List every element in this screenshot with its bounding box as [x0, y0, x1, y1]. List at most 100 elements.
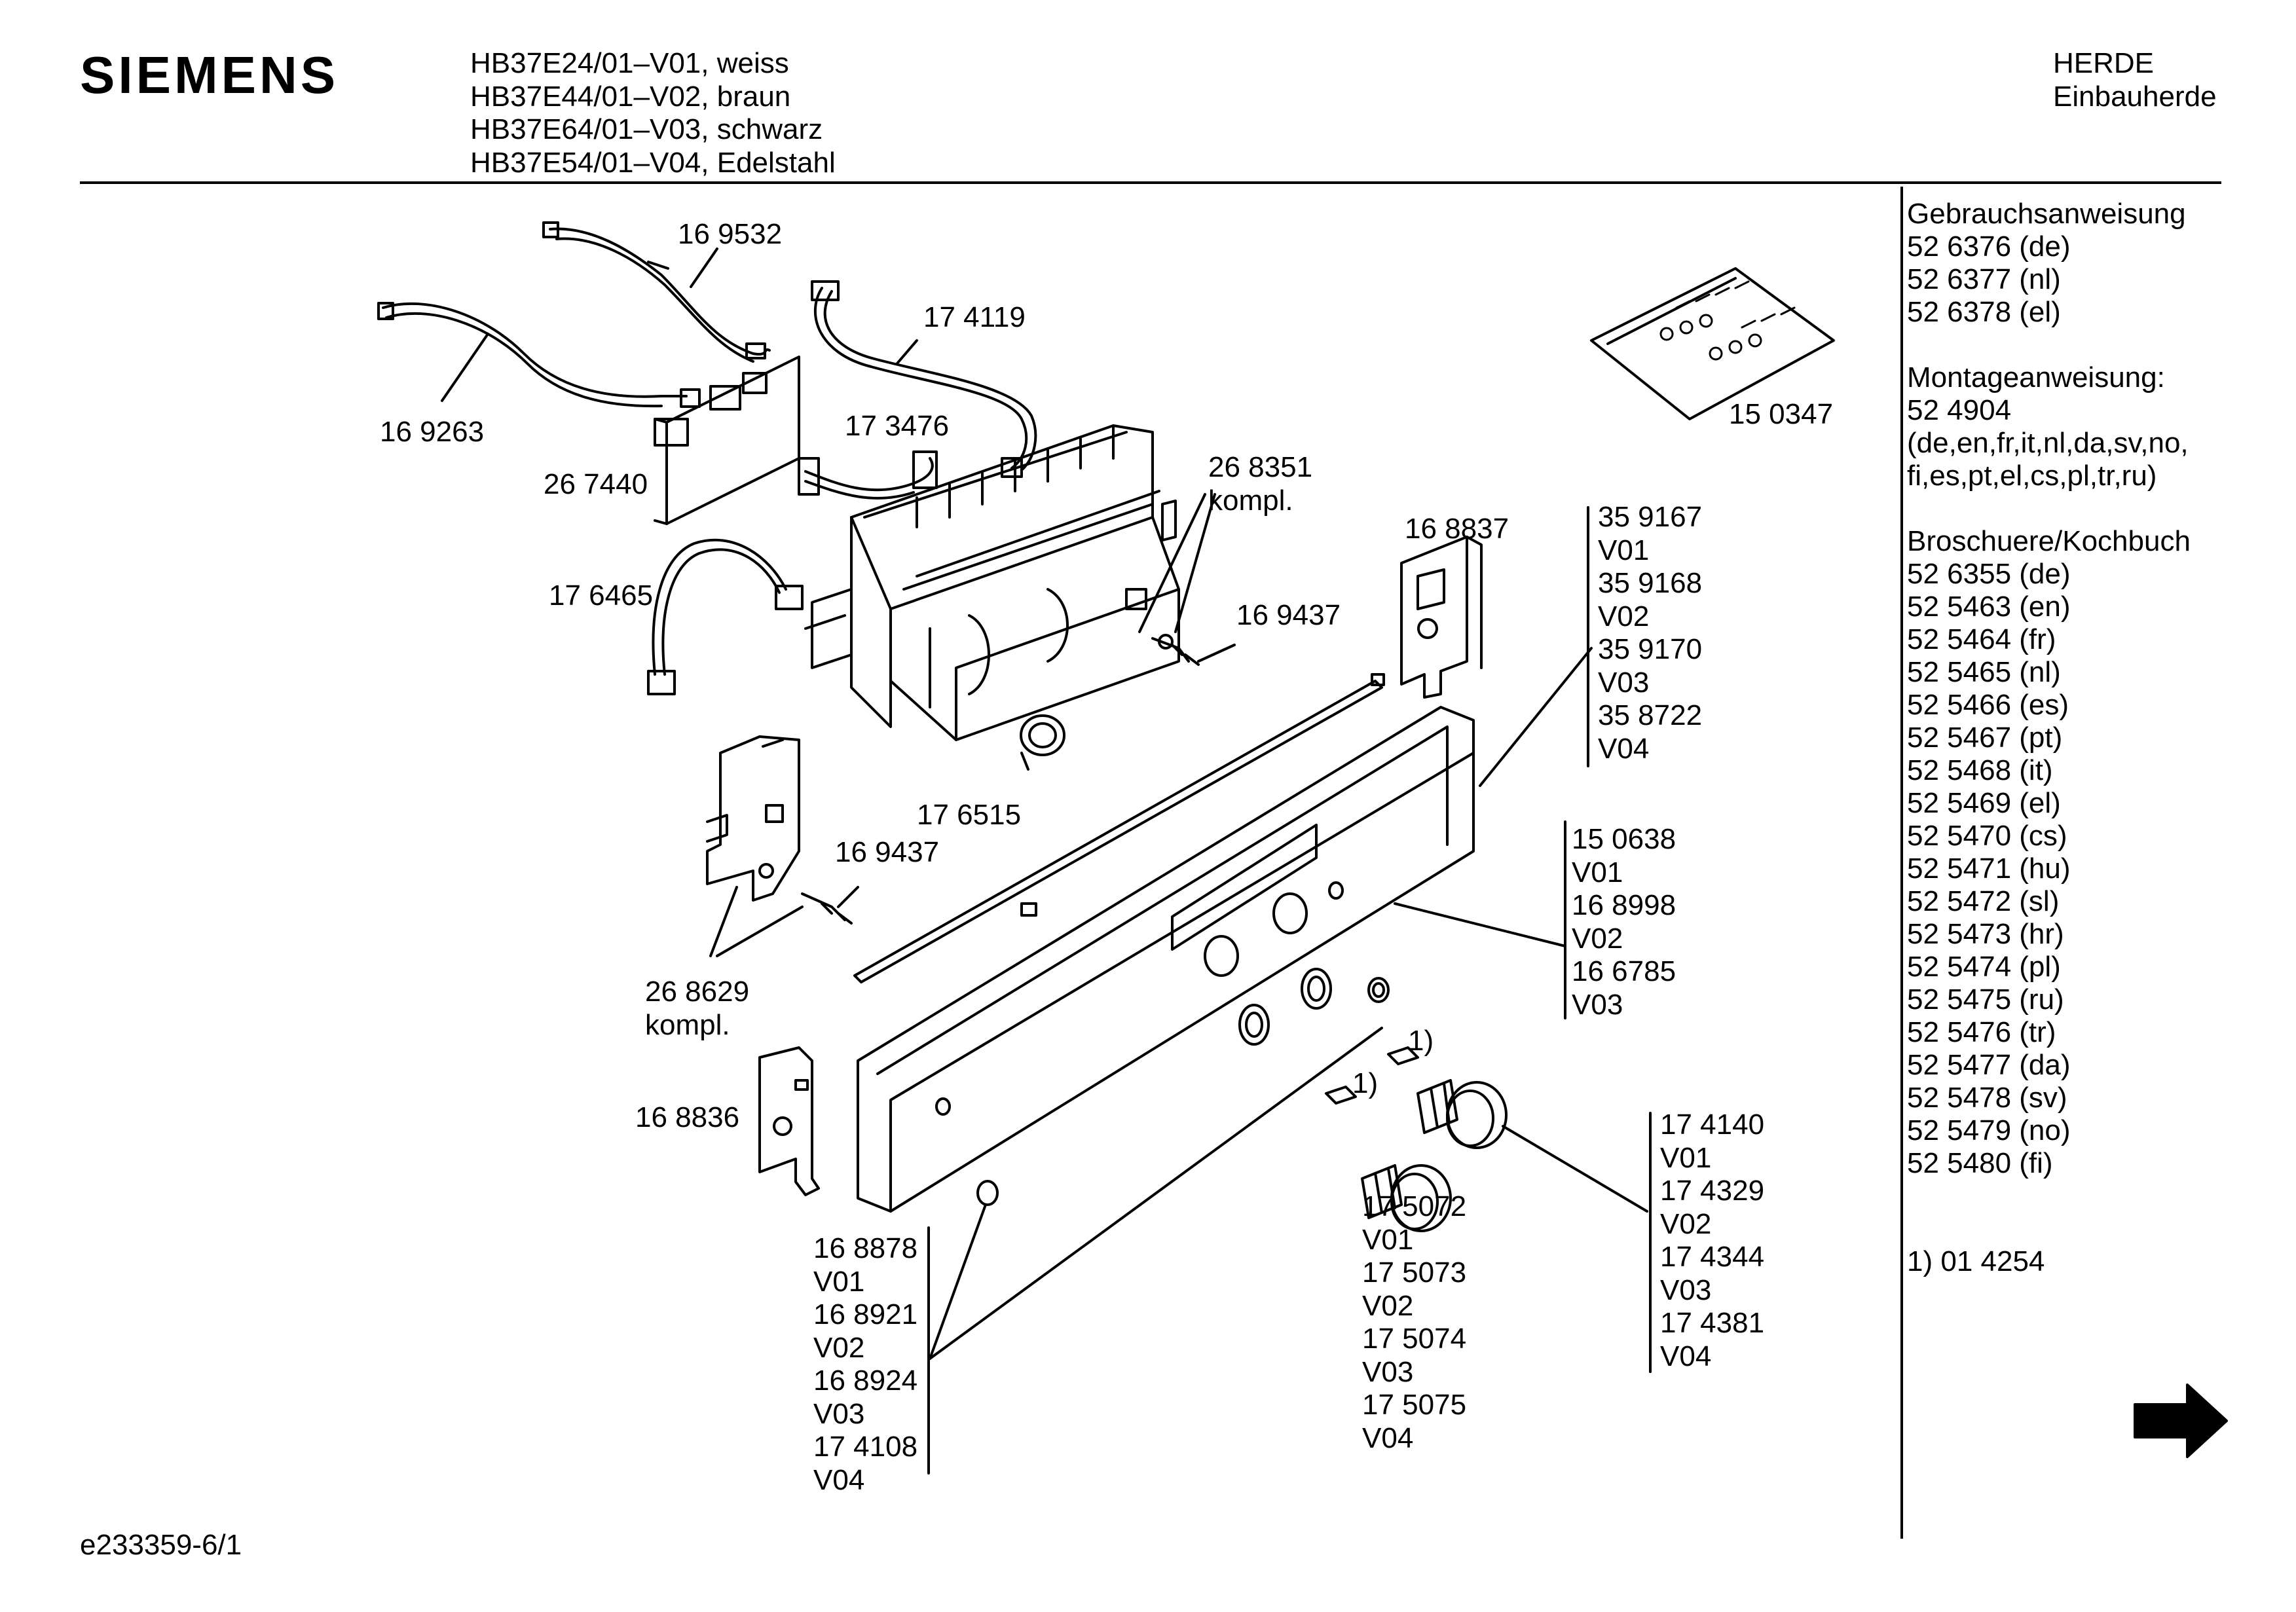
sidebar-line	[1907, 329, 2191, 361]
sidebar-line: 52 5477 (da)	[1907, 1049, 2071, 1081]
part-label: 16 9263	[380, 416, 485, 448]
leader-knob-small-a	[929, 1027, 1383, 1360]
part-label: 26 8351	[1208, 451, 1313, 483]
part-label-group: 26 8629 kompl.	[645, 976, 749, 1042]
sidebar-line: 52 5467 (pt)	[1907, 722, 2063, 754]
variant-item: V03	[1660, 1273, 1712, 1306]
model-line: HB37E54/01–V04, Edelstahl	[470, 146, 836, 179]
leader-panel	[1479, 647, 1593, 787]
category-block: HERDE Einbauherde	[2053, 47, 2217, 113]
variant-item: V02	[1598, 600, 1650, 632]
part-label: 15 0347	[1729, 398, 1834, 430]
screw-169437-top	[1151, 634, 1200, 666]
variant-list-panel: 35 9167 V01 35 9168 V02 35 9170 V03 35 8…	[1598, 501, 1702, 765]
clip-lower	[1325, 1086, 1357, 1105]
wire-harness-173476	[798, 450, 938, 500]
knob-ring-right	[1367, 977, 1390, 1003]
sidebar-line: 52 5465 (nl)	[1907, 656, 2061, 688]
part-label: 17 4119	[923, 301, 1026, 333]
sidebar-line: fi,es,pt,el,cs,pl,tr,ru)	[1907, 460, 2157, 492]
sidebar-line: 52 5469 (el)	[1907, 787, 2061, 819]
sidebar-line: 52 6376 (de)	[1907, 230, 2071, 263]
variant-list-knob-small: 16 8878 V01 16 8921 V02 16 8924 V03 17 4…	[813, 1232, 917, 1497]
sidebar-line: 52 6377 (nl)	[1907, 263, 2061, 295]
variant-item: 16 8924	[813, 1365, 918, 1397]
sidebar-line: 52 5476 (tr)	[1907, 1016, 2056, 1048]
part-label: 16 8837	[1405, 513, 1509, 545]
variant-item: V04	[813, 1463, 865, 1496]
wire-harness-174119	[811, 280, 1037, 478]
part-label: 26 8629	[645, 976, 750, 1008]
variant-list-knob-b: 17 4140 V01 17 4329 V02 17 4344 V03 17 4…	[1660, 1108, 1764, 1373]
variant-item: V02	[813, 1331, 865, 1364]
part-label: 17 6465	[549, 579, 654, 612]
variant-item: 17 4140	[1660, 1108, 1765, 1141]
variant-item: 17 5072	[1362, 1190, 1467, 1222]
variant-item: 17 4108	[813, 1431, 918, 1463]
variant-item: V03	[1598, 666, 1650, 699]
variant-item: 35 9168	[1598, 567, 1703, 599]
leader-knob-b	[1502, 1125, 1648, 1213]
sidebar-line	[1907, 492, 2191, 525]
sidebar-line: Montageanweisung:	[1907, 361, 2165, 394]
leader-176515	[1020, 752, 1029, 771]
variant-item: V04	[1362, 1421, 1414, 1454]
trim-strip	[853, 673, 1385, 983]
variant-item: 17 5075	[1362, 1389, 1467, 1421]
part-label: 26 7440	[544, 468, 648, 500]
leader-fascia	[1394, 902, 1566, 947]
subcategory: Einbauherde	[2053, 80, 2217, 113]
variant-item: V03	[1572, 988, 1623, 1021]
variant-item: V02	[1660, 1207, 1712, 1240]
arrow-right-icon	[2134, 1383, 2228, 1458]
variant-item: 15 0638	[1572, 823, 1676, 855]
clip-upper	[1387, 1046, 1419, 1065]
sidebar-line: 52 5463 (en)	[1907, 591, 2071, 623]
sidebar-line: 52 5479 (no)	[1907, 1114, 2071, 1146]
variant-item: 17 5073	[1362, 1256, 1467, 1289]
document-code: e233359-6/1	[80, 1529, 242, 1561]
category: HERDE	[2053, 47, 2155, 79]
variant-list-knob-a: 17 5072 V01 17 5073 V02 17 5074 V03 17 5…	[1362, 1190, 1466, 1455]
part-label: 16 9532	[678, 218, 783, 250]
leader-174119	[896, 339, 918, 365]
part-label: 16 9437	[835, 836, 940, 868]
footnote-marker: 1)	[1408, 1025, 1434, 1057]
variant-item: V03	[813, 1397, 865, 1430]
model-line: HB37E44/01–V02, braun	[470, 80, 791, 113]
variant-item: 16 8921	[813, 1298, 918, 1330]
part-label-group: 26 8351 kompl.	[1208, 451, 1312, 517]
wire-harness-169532	[542, 221, 771, 363]
variant-item: 16 8998	[1572, 889, 1676, 921]
variant-item: V03	[1362, 1355, 1414, 1388]
sidebar-line: 52 5472 (sl)	[1907, 885, 2060, 917]
footnote-marker: 1)	[1352, 1067, 1379, 1099]
bracket-168837	[1400, 536, 1483, 699]
variant-item: V02	[1572, 922, 1623, 955]
variant-item: 35 9170	[1598, 633, 1703, 665]
fascia-panel	[857, 706, 1475, 1213]
leader-169263	[441, 333, 489, 402]
sidebar-line: 52 4904	[1907, 394, 2012, 426]
leader-169437-lower	[837, 886, 859, 908]
part-label: kompl.	[1208, 484, 1293, 517]
variant-item: V01	[1572, 856, 1623, 888]
sidebar-divider	[1900, 187, 1903, 1539]
control-module	[804, 424, 1180, 741]
sidebar-line	[1907, 1213, 2191, 1245]
leader-268351a	[1138, 493, 1206, 633]
knob-ring-middle	[1301, 968, 1332, 1010]
variant-item: V01	[813, 1265, 865, 1298]
variant-item: 17 4381	[1660, 1307, 1765, 1339]
leader-169437-top	[1197, 644, 1236, 663]
variant-item: 35 9167	[1598, 501, 1703, 533]
sidebar-line: Broschuere/Kochbuch	[1907, 525, 2191, 557]
part-label: 17 6515	[917, 799, 1022, 831]
variant-list-fascia: 15 0638 V01 16 8998 V02 16 6785 V03	[1572, 823, 1676, 1021]
part-label: 16 9437	[1236, 599, 1341, 631]
sidebar-line: Gebrauchsanweisung	[1907, 198, 2186, 230]
wire-harness-169263	[377, 302, 701, 408]
variant-item: 17 4329	[1660, 1175, 1765, 1207]
variant-item: 17 5074	[1362, 1323, 1467, 1355]
